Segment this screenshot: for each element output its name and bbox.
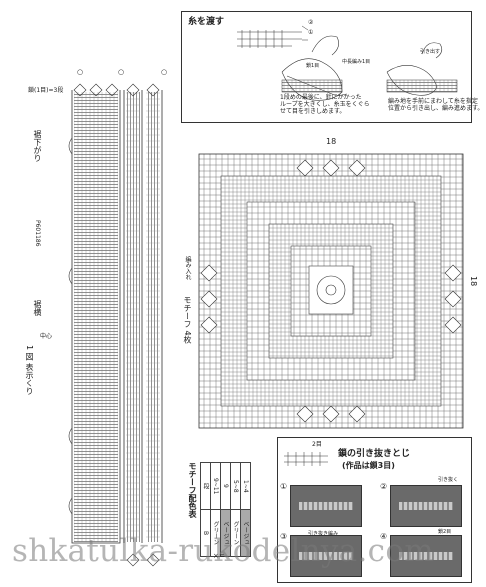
step-note-2: 引き抜き編み: [308, 531, 339, 537]
step-photo-4: [390, 535, 462, 577]
top-label-2: ①: [308, 29, 314, 36]
step-note-3: 鎖2目: [438, 529, 452, 535]
pattern-number-label: P601186: [34, 220, 41, 247]
left-body-chart: [60, 78, 180, 578]
step-number-1: ①: [280, 482, 288, 491]
step-photo-3: [290, 535, 362, 577]
color-table-rounds-4: 1~4: [240, 462, 251, 510]
bottom-instruction-panel: 鎖の引き抜きとじ (作品は鎖3目) 2目 ① ② ③ ④ 引き抜く 引き抜き編み…: [277, 437, 472, 583]
top-panel-drawing: [237, 25, 458, 101]
color-table-rounds-3: 5~8: [230, 462, 241, 510]
top-marker-2: ○: [118, 68, 125, 76]
top-marker-1: ○: [77, 68, 84, 76]
motif-square: [198, 153, 464, 429]
top-label-4: 中長編み1目: [342, 59, 371, 65]
step-number-4: ④: [380, 532, 388, 541]
top-label-3: 鎖1目: [306, 63, 320, 69]
top-marker-3: ○: [161, 68, 168, 76]
watermark-text: shkatulka-rukodelnya.com: [12, 533, 434, 569]
top-caption-right: 編み地を手前にまわして糸を指定 位置から引き出し、編み進めます。: [388, 98, 484, 112]
top-label-1: ②: [308, 19, 314, 26]
step-photo-1: [290, 485, 362, 527]
motif-side-note: 編み入れ: [184, 256, 191, 280]
bottom-panel-dim: 2目: [312, 441, 322, 448]
center-label: 中心: [40, 333, 53, 340]
color-table-rounds-2: 9: [220, 462, 231, 510]
hem-label: 裾下がり: [33, 130, 42, 162]
step-number-3: ③: [280, 532, 288, 541]
color-table: 段 9~11 9 5~8 1~4 B グリーン ベージュ グリーン ベージュ: [200, 462, 251, 557]
color-table-title: モチーフ配色表: [188, 462, 197, 518]
bottom-panel-subtitle: (作品は鎖3目): [342, 461, 395, 470]
top-label-5: 引き出す: [420, 49, 441, 55]
color-table-header-rounds: 段: [200, 462, 211, 510]
motif-label: モチーフ 4枚: [183, 296, 192, 344]
step-photo-2: [390, 485, 462, 527]
top-panel-title: 糸を渡す: [188, 17, 225, 27]
color-table-color-4: ベージュ: [240, 509, 251, 557]
left-chart-drawing: [68, 83, 163, 567]
color-table-rounds-1: 9~11: [210, 462, 221, 510]
motif-dimension-side: 18: [469, 276, 478, 287]
bottom-panel-title: 鎖の引き抜きとじ: [338, 449, 411, 459]
direction-label: 裾横: [33, 300, 42, 316]
step-note-1: 引き抜く: [438, 477, 459, 483]
bottom-panel-stitch-row: [284, 452, 328, 466]
step-number-2: ②: [380, 482, 388, 491]
chart-title-label: 1 図 表示くり: [25, 345, 34, 396]
motif-dimension-top: 18: [326, 137, 337, 146]
bottom-left-note: ×=: [213, 552, 225, 560]
chart-start-label: 鎖(1目)=3段: [28, 87, 64, 94]
top-caption-left: 1段めの最後に、針にかかった ループを大きくし、糸玉をくぐら せて目を引きしめま…: [280, 94, 370, 115]
top-instruction-panel: 糸を渡す 1段めの最後に、針にかかった ループを大きくし、糸玉をくぐら せて目を…: [181, 11, 483, 123]
